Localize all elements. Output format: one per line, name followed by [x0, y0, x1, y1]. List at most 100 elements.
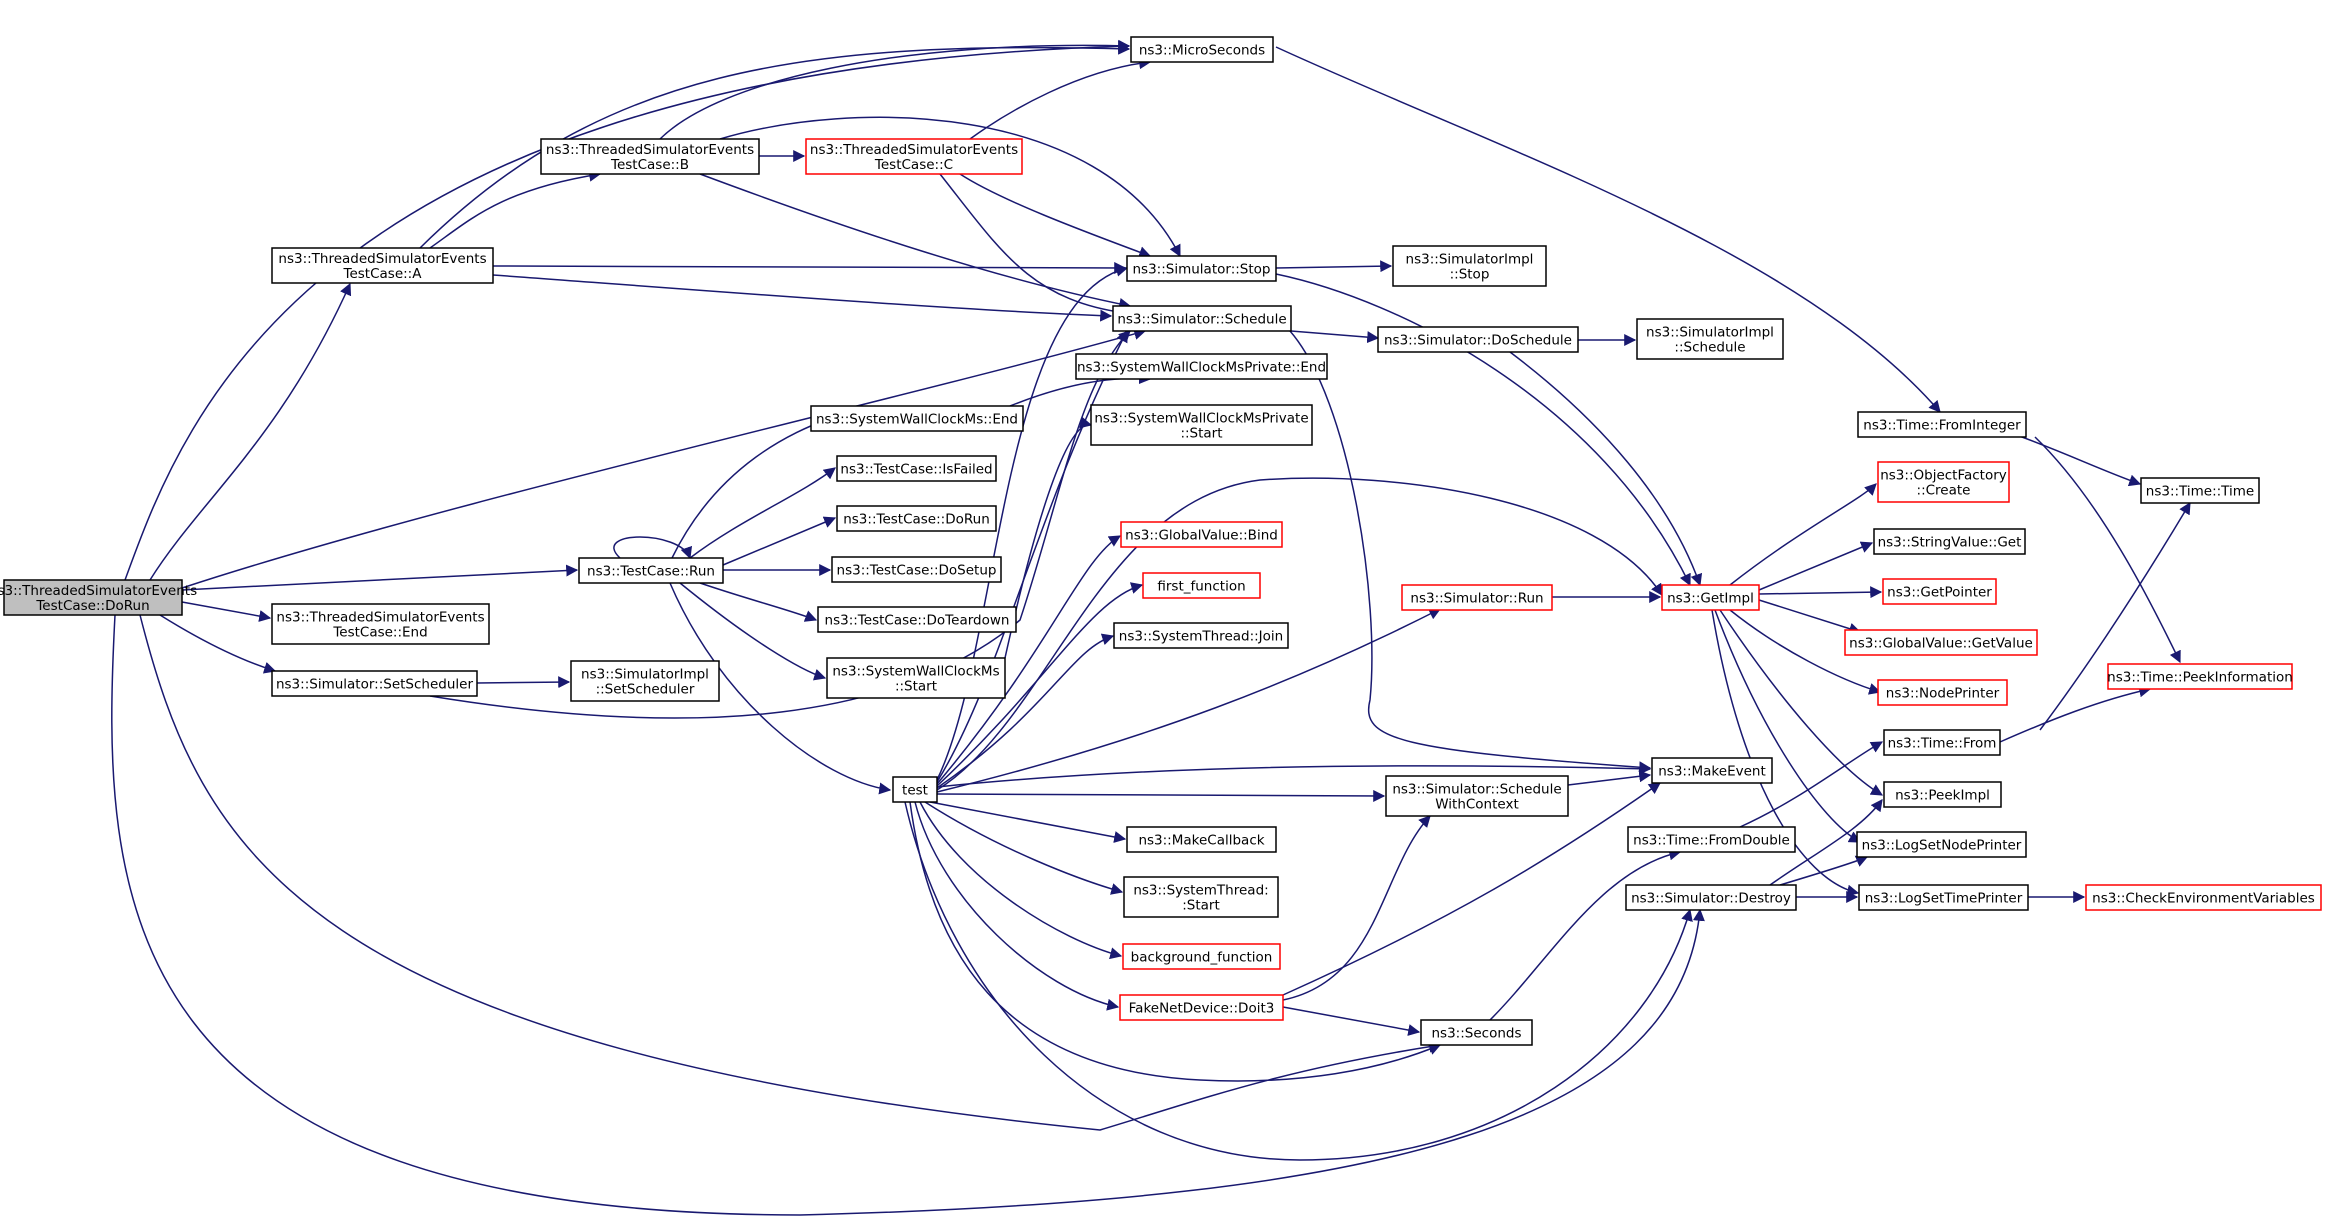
- edge-test-bgfn: [919, 801, 1123, 960]
- node-tcsetup[interactable]: ns3::TestCase::DoSetup: [831, 556, 1002, 583]
- node-box: [1385, 775, 1569, 817]
- node-simrun[interactable]: ns3::Simulator::Run: [1401, 584, 1553, 611]
- node-box: [570, 660, 720, 702]
- node-label: ns3::GlobalValue::Bind: [1125, 528, 1278, 544]
- node-label: ns3::TestCase::DoRun: [843, 512, 990, 528]
- node-fromint[interactable]: ns3::Time::FromInteger: [1857, 411, 2027, 438]
- edge-setsched-implsetsched: [476, 676, 571, 689]
- node-gvbind[interactable]: ns3::GlobalValue::Bind: [1120, 521, 1283, 548]
- node-wcend[interactable]: ns3::SystemWallClockMs::End: [810, 405, 1024, 432]
- node-implstop[interactable]: ns3::SimulatorImpl::Stop: [1392, 245, 1547, 287]
- node-isfailed[interactable]: ns3::TestCase::IsFailed: [836, 455, 997, 482]
- node-micro[interactable]: ns3::MicroSeconds: [1130, 36, 1274, 63]
- node-timefrom[interactable]: ns3::Time::From: [1883, 729, 2001, 756]
- node-tcdorun[interactable]: ns3::TestCase::DoRun: [836, 505, 997, 532]
- node-tcteardown[interactable]: ns3::TestCase::DoTeardown: [817, 606, 1017, 633]
- node-label: ns3::Time::FromDouble: [1633, 833, 1790, 849]
- edge-getimpl-strget: [1758, 541, 1874, 591]
- edge-test-makeevent: [936, 762, 1652, 788]
- node-logsetnode[interactable]: ns3::LogSetNodePrinter: [1856, 831, 2027, 858]
- node-gvget[interactable]: ns3::GlobalValue::GetValue: [1844, 629, 2038, 656]
- node-label: ns3::Simulator::Stop: [1133, 262, 1271, 278]
- node-threadstart[interactable]: ns3::SystemThread::Start: [1123, 876, 1279, 918]
- node-timetime[interactable]: ns3::Time::Time: [2140, 477, 2260, 504]
- node-threadjoin[interactable]: ns3::SystemThread::Join: [1113, 622, 1289, 649]
- node-tcrun[interactable]: ns3::TestCase::Run: [578, 557, 724, 584]
- node-box: [1112, 305, 1292, 332]
- node-peekinfo[interactable]: ns3::Time::PeekInformation: [2107, 663, 2293, 690]
- node-doschedule[interactable]: ns3::Simulator::DoSchedule: [1377, 326, 1579, 353]
- node-box: [1142, 572, 1261, 599]
- node-label: ns3::LogSetTimePrinter: [1865, 891, 2023, 907]
- node-makecb[interactable]: ns3::MakeCallback: [1126, 826, 1277, 853]
- edge-test-seconds: [909, 801, 1442, 1082]
- node-objfactory[interactable]: ns3::ObjectFactory::Create: [1877, 461, 2010, 503]
- node-implschedule[interactable]: ns3::SimulatorImpl::Schedule: [1636, 318, 1784, 360]
- node-wcpend[interactable]: ns3::SystemWallClockMsPrivate::End: [1075, 353, 1328, 380]
- node-getimpl[interactable]: ns3::GetImpl: [1661, 584, 1760, 611]
- node-implsetsched[interactable]: ns3::SimulatorImpl::SetScheduler: [570, 660, 720, 702]
- node-label: ns3::ObjectFactory::Create: [1880, 468, 2007, 499]
- edge-timefrom-peekinfo: [1999, 685, 2152, 743]
- node-label: ns3::SimulatorImpl::Stop: [1406, 252, 1534, 283]
- edge-schedule-makeevent: [1289, 330, 1652, 774]
- node-schedule[interactable]: ns3::Simulator::Schedule: [1112, 305, 1292, 332]
- node-box: [271, 247, 494, 284]
- node-box: [1401, 584, 1553, 611]
- node-label: ns3::Simulator::Run: [1410, 591, 1543, 607]
- node-setsched[interactable]: ns3::Simulator::SetScheduler: [271, 670, 478, 697]
- node-test[interactable]: test: [892, 776, 938, 803]
- edge-A-stop: [492, 261, 1127, 274]
- node-peekimpl[interactable]: ns3::PeekImpl: [1883, 781, 2002, 808]
- node-destroy[interactable]: ns3::Simulator::Destroy: [1625, 884, 1797, 911]
- node-label: ns3::MakeCallback: [1138, 833, 1264, 849]
- node-box: [831, 556, 1002, 583]
- edge-C-micro: [969, 57, 1152, 140]
- node-box: [540, 138, 760, 175]
- edge-test-gvbind: [936, 535, 1122, 785]
- node-box: [826, 657, 1006, 699]
- node-firstfn[interactable]: first_function: [1142, 572, 1261, 599]
- edge-getimpl-peekimpl: [1719, 609, 1884, 796]
- node-fromdouble[interactable]: ns3::Time::FromDouble: [1627, 826, 1796, 853]
- node-label: ns3::Simulator::DoSchedule: [1384, 333, 1572, 349]
- node-makeevent[interactable]: ns3::MakeEvent: [1651, 757, 1773, 784]
- node-nodeprinter[interactable]: ns3::NodePrinter: [1877, 679, 2008, 706]
- node-label: ns3::TestCase::Run: [587, 564, 715, 580]
- edge-test-schedctx: [936, 789, 1386, 802]
- edge-getimpl-nodeprinter: [1729, 609, 1882, 695]
- edge-B-schedule: [699, 173, 1132, 310]
- node-strget[interactable]: ns3::StringValue::Get: [1873, 528, 2026, 555]
- node-wcstart[interactable]: ns3::SystemWallClockMs::Start: [826, 657, 1006, 699]
- node-wcpstart[interactable]: ns3::SystemWallClockMsPrivate::Start: [1090, 404, 1313, 446]
- node-stop[interactable]: ns3::Simulator::Stop: [1126, 255, 1277, 282]
- node-label: ns3::SystemWallClockMs::End: [816, 412, 1018, 428]
- node-seconds[interactable]: ns3::Seconds: [1420, 1019, 1533, 1046]
- node-box: [1857, 411, 2027, 438]
- edge-tcrun-tcteardown: [699, 582, 818, 622]
- edge-setsched-schedule: [429, 330, 1131, 719]
- node-checkenv[interactable]: ns3::CheckEnvironmentVariables: [2085, 884, 2322, 911]
- node-box: [1075, 353, 1328, 380]
- node-box: [1877, 461, 2010, 503]
- node-getptr[interactable]: ns3::GetPointer: [1882, 578, 1997, 605]
- edge-tcrun-tcdorun: [722, 516, 837, 566]
- node-bgfn[interactable]: background_function: [1122, 943, 1281, 970]
- edge-wcend-wcpend: [1009, 372, 1152, 407]
- node-doit3[interactable]: FakeNetDevice::Doit3: [1119, 994, 1284, 1021]
- node-label: ns3::Time::PeekInformation: [2107, 670, 2293, 686]
- edge-seconds-fromdouble: [1489, 848, 1682, 1021]
- edge-test-doit3: [914, 801, 1120, 1011]
- edge-test-destroy: [904, 801, 1693, 1161]
- edge-tcrun-wcstart: [679, 582, 827, 681]
- node-logsettime[interactable]: ns3::LogSetTimePrinter: [1858, 884, 2029, 911]
- node-label: ns3::TestCase::IsFailed: [840, 462, 992, 478]
